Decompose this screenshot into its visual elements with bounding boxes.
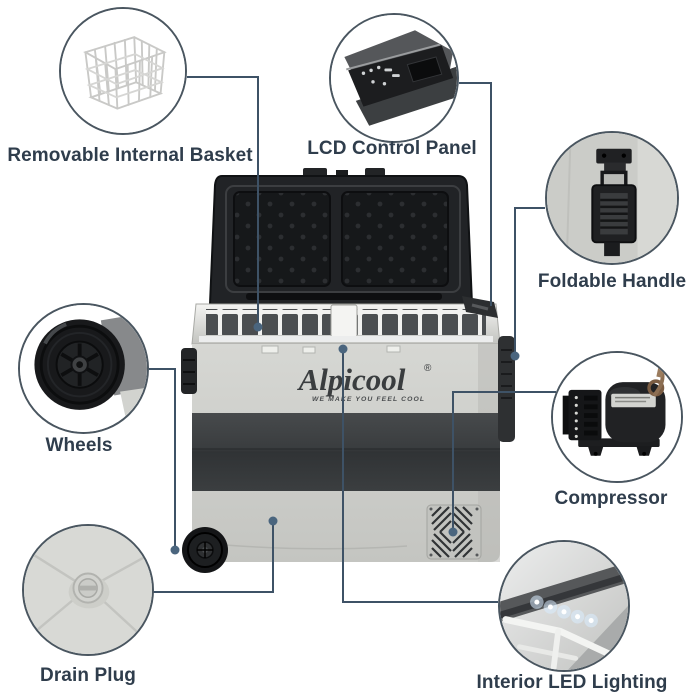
- dot-drain: [268, 516, 278, 526]
- connector-compressor: [452, 391, 556, 528]
- fridge-wheel: [182, 527, 228, 573]
- fridge-illustration: Alpicool ® WE MAKE YOU FEEL COOL: [181, 168, 515, 573]
- label-foldable-handle: Foldable Handle: [537, 271, 687, 292]
- fridge-dark-band: [192, 413, 500, 491]
- label-drain-plug: Drain Plug: [39, 665, 137, 686]
- top-control-panel: [462, 296, 498, 318]
- label-lcd-control-panel: LCD Control Panel: [307, 138, 477, 159]
- connector-wheels: [149, 368, 176, 547]
- wheel-icon: [20, 305, 147, 432]
- connector-drain: [153, 525, 274, 593]
- control-panel-icon: [331, 15, 457, 141]
- feature-circle-wheels: [18, 303, 149, 434]
- connector-dots: [170, 322, 520, 555]
- label-interior-led-lighting: Interior LED Lighting: [476, 672, 668, 693]
- label-wheels: Wheels: [45, 435, 113, 456]
- compressor-icon: [553, 353, 681, 481]
- fridge-opening-rim: [191, 303, 501, 345]
- feature-circle-led: [498, 540, 630, 672]
- brand-logo-text: Alpicool: [297, 362, 406, 397]
- label-removable-internal-basket: Removable Internal Basket: [7, 145, 253, 166]
- brand-tagline: WE MAKE YOU FEEL COOL: [312, 396, 425, 403]
- feature-circle-compressor: [551, 351, 683, 483]
- connector-led: [342, 352, 498, 603]
- feature-circle-drain: [22, 524, 154, 656]
- registered-mark: ®: [424, 363, 432, 374]
- fridge-body: Alpicool ® WE MAKE YOU FEEL COOL: [181, 296, 515, 573]
- right-side-handle: [498, 336, 515, 442]
- feature-circle-lcd: [329, 13, 459, 143]
- connector-basket: [187, 76, 259, 325]
- fridge-open-lid: [208, 168, 474, 305]
- vent-grille: [426, 504, 482, 560]
- connector-handle: [514, 207, 545, 352]
- dot-led: [338, 344, 348, 354]
- feature-circle-handle: [545, 131, 679, 265]
- wire-basket-icon: [61, 9, 185, 133]
- dot-handle: [510, 351, 520, 361]
- dot-wheels: [170, 545, 180, 555]
- led-glow: [530, 595, 598, 628]
- left-latch: [181, 348, 197, 394]
- dot-compressor: [448, 527, 458, 537]
- drain-plug-icon: [24, 526, 152, 654]
- label-compressor: Compressor: [554, 488, 668, 509]
- connector-lcd: [459, 82, 492, 306]
- led-strip-icon: [500, 542, 628, 670]
- dot-basket: [253, 322, 263, 332]
- connector-lines: [149, 76, 556, 603]
- feature-circle-basket: [59, 7, 187, 135]
- folding-handle-icon: [547, 133, 677, 263]
- brand-logo: Alpicool ® WE MAKE YOU FEEL COOL: [297, 362, 432, 403]
